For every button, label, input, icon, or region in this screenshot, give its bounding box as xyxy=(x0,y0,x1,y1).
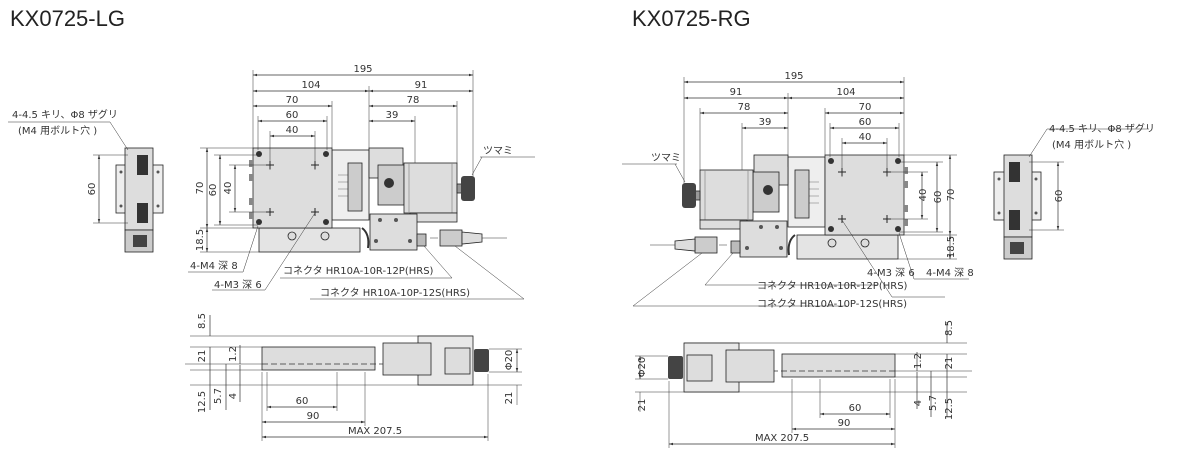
dim-195: 195 xyxy=(784,71,803,82)
connector-r-note: コネクタ HR10A-10R-12P(HRS) xyxy=(757,280,908,292)
mount-hole-note: 4-4.5 キリ、Φ8 ザグリ xyxy=(1049,122,1155,135)
top-view xyxy=(650,154,908,260)
dim-39: 39 xyxy=(386,110,399,121)
mount-hole-note: 4-4.5 キリ、Φ8 ザグリ xyxy=(12,108,118,121)
dim-21: 21 xyxy=(944,357,955,370)
dim-40-vertical: 40 xyxy=(223,182,234,195)
dim-21-knob: 21 xyxy=(637,399,648,412)
dim-21-knob: 21 xyxy=(504,392,515,405)
mount-hole-subnote: (M4 用ボルト穴 ) xyxy=(1052,138,1131,151)
dim-91: 91 xyxy=(730,87,743,98)
dim-90: 90 xyxy=(838,418,851,429)
front-view xyxy=(635,322,972,448)
dim-21: 21 xyxy=(197,350,208,363)
dim-5-7: 5.7 xyxy=(928,395,939,411)
dim-104: 104 xyxy=(836,87,855,98)
dim-max-207-5: MAX 207.5 xyxy=(348,426,402,437)
dim-78: 78 xyxy=(407,95,420,106)
dim-phi20: Φ20 xyxy=(637,357,648,378)
dim-60: 60 xyxy=(286,110,299,121)
m3-tap-note: 4-M3 深 6 xyxy=(214,279,262,291)
rg-drawing-geometry xyxy=(622,77,1149,448)
dim-70: 70 xyxy=(859,102,872,113)
knob-label: ツマミ xyxy=(483,146,513,157)
dim-70-vertical: 70 xyxy=(946,189,957,202)
dim-12-5: 12.5 xyxy=(197,391,208,413)
dim-4: 4 xyxy=(228,393,239,399)
dim-70-vertical: 70 xyxy=(195,182,206,195)
m3-tap-note: 4-M3 深 6 xyxy=(867,267,915,279)
lg-drawing-geometry xyxy=(8,70,535,441)
dim-60-vertical: 60 xyxy=(933,191,944,204)
dim-78: 78 xyxy=(738,102,751,113)
dim-40: 40 xyxy=(286,125,299,136)
dim-1-2: 1.2 xyxy=(913,353,924,369)
right-model-title: KX0725-RG xyxy=(632,6,751,31)
left-model-title: KX0725-LG xyxy=(10,6,125,31)
side-view xyxy=(115,147,164,253)
dim-18-5: 18.5 xyxy=(946,236,957,258)
top-view xyxy=(249,147,507,253)
connector-r-note: コネクタ HR10A-10R-12P(HRS) xyxy=(283,265,434,277)
m4-tap-note: 4-M4 深 8 xyxy=(190,260,238,272)
dim-39: 39 xyxy=(759,117,772,128)
side-view xyxy=(993,154,1042,260)
top-view-dimensions xyxy=(8,70,535,300)
knob-label: ツマミ xyxy=(651,153,681,164)
dim-60-side: 60 xyxy=(1054,190,1065,203)
dim-40-vertical: 40 xyxy=(918,189,929,202)
dim-60: 60 xyxy=(859,117,872,128)
dim-195: 195 xyxy=(353,64,372,75)
dim-91: 91 xyxy=(415,80,428,91)
dim-104: 104 xyxy=(301,80,320,91)
mount-hole-subnote: (M4 用ボルト穴 ) xyxy=(18,124,97,137)
rg-labels: 19510491707860394070604018.5608.52112.55… xyxy=(637,71,1065,444)
top-view-dimensions xyxy=(622,77,1149,307)
dim-12-5: 12.5 xyxy=(944,398,955,420)
dim-5-7: 5.7 xyxy=(213,388,224,404)
dim-60-vertical: 60 xyxy=(208,184,219,197)
dim-60-side: 60 xyxy=(87,183,98,196)
front-view xyxy=(185,315,522,441)
dim-60-bottom: 60 xyxy=(296,396,309,407)
connector-p-note: コネクタ HR10A-10P-12S(HRS) xyxy=(320,287,470,299)
dim-8-5: 8.5 xyxy=(197,313,208,329)
dim-60-bottom: 60 xyxy=(849,403,862,414)
dim-70: 70 xyxy=(286,95,299,106)
lg-notes: 4-4.5 キリ、Φ8 ザグリ (M4 用ボルト穴 ) ツマミ 4-M4 深 8… xyxy=(12,108,513,299)
dim-90: 90 xyxy=(307,411,320,422)
dim-max-207-5: MAX 207.5 xyxy=(755,433,809,444)
dim-4: 4 xyxy=(913,400,924,406)
rg-notes: 4-4.5 キリ、Φ8 ザグリ (M4 用ボルト穴 ) ツマミ 4-M3 深 6… xyxy=(651,122,1155,310)
dim-phi20: Φ20 xyxy=(504,350,515,371)
dim-18-5: 18.5 xyxy=(195,229,206,251)
connector-p-note: コネクタ HR10A-10P-12S(HRS) xyxy=(757,298,907,310)
dim-8-5: 8.5 xyxy=(944,320,955,336)
dim-40: 40 xyxy=(859,132,872,143)
dim-1-2: 1.2 xyxy=(228,346,239,362)
m4-tap-note: 4-M4 深 8 xyxy=(926,267,974,279)
lg-labels: 195 104 91 70 78 60 39 40 70 60 40 18.5 … xyxy=(87,64,515,437)
